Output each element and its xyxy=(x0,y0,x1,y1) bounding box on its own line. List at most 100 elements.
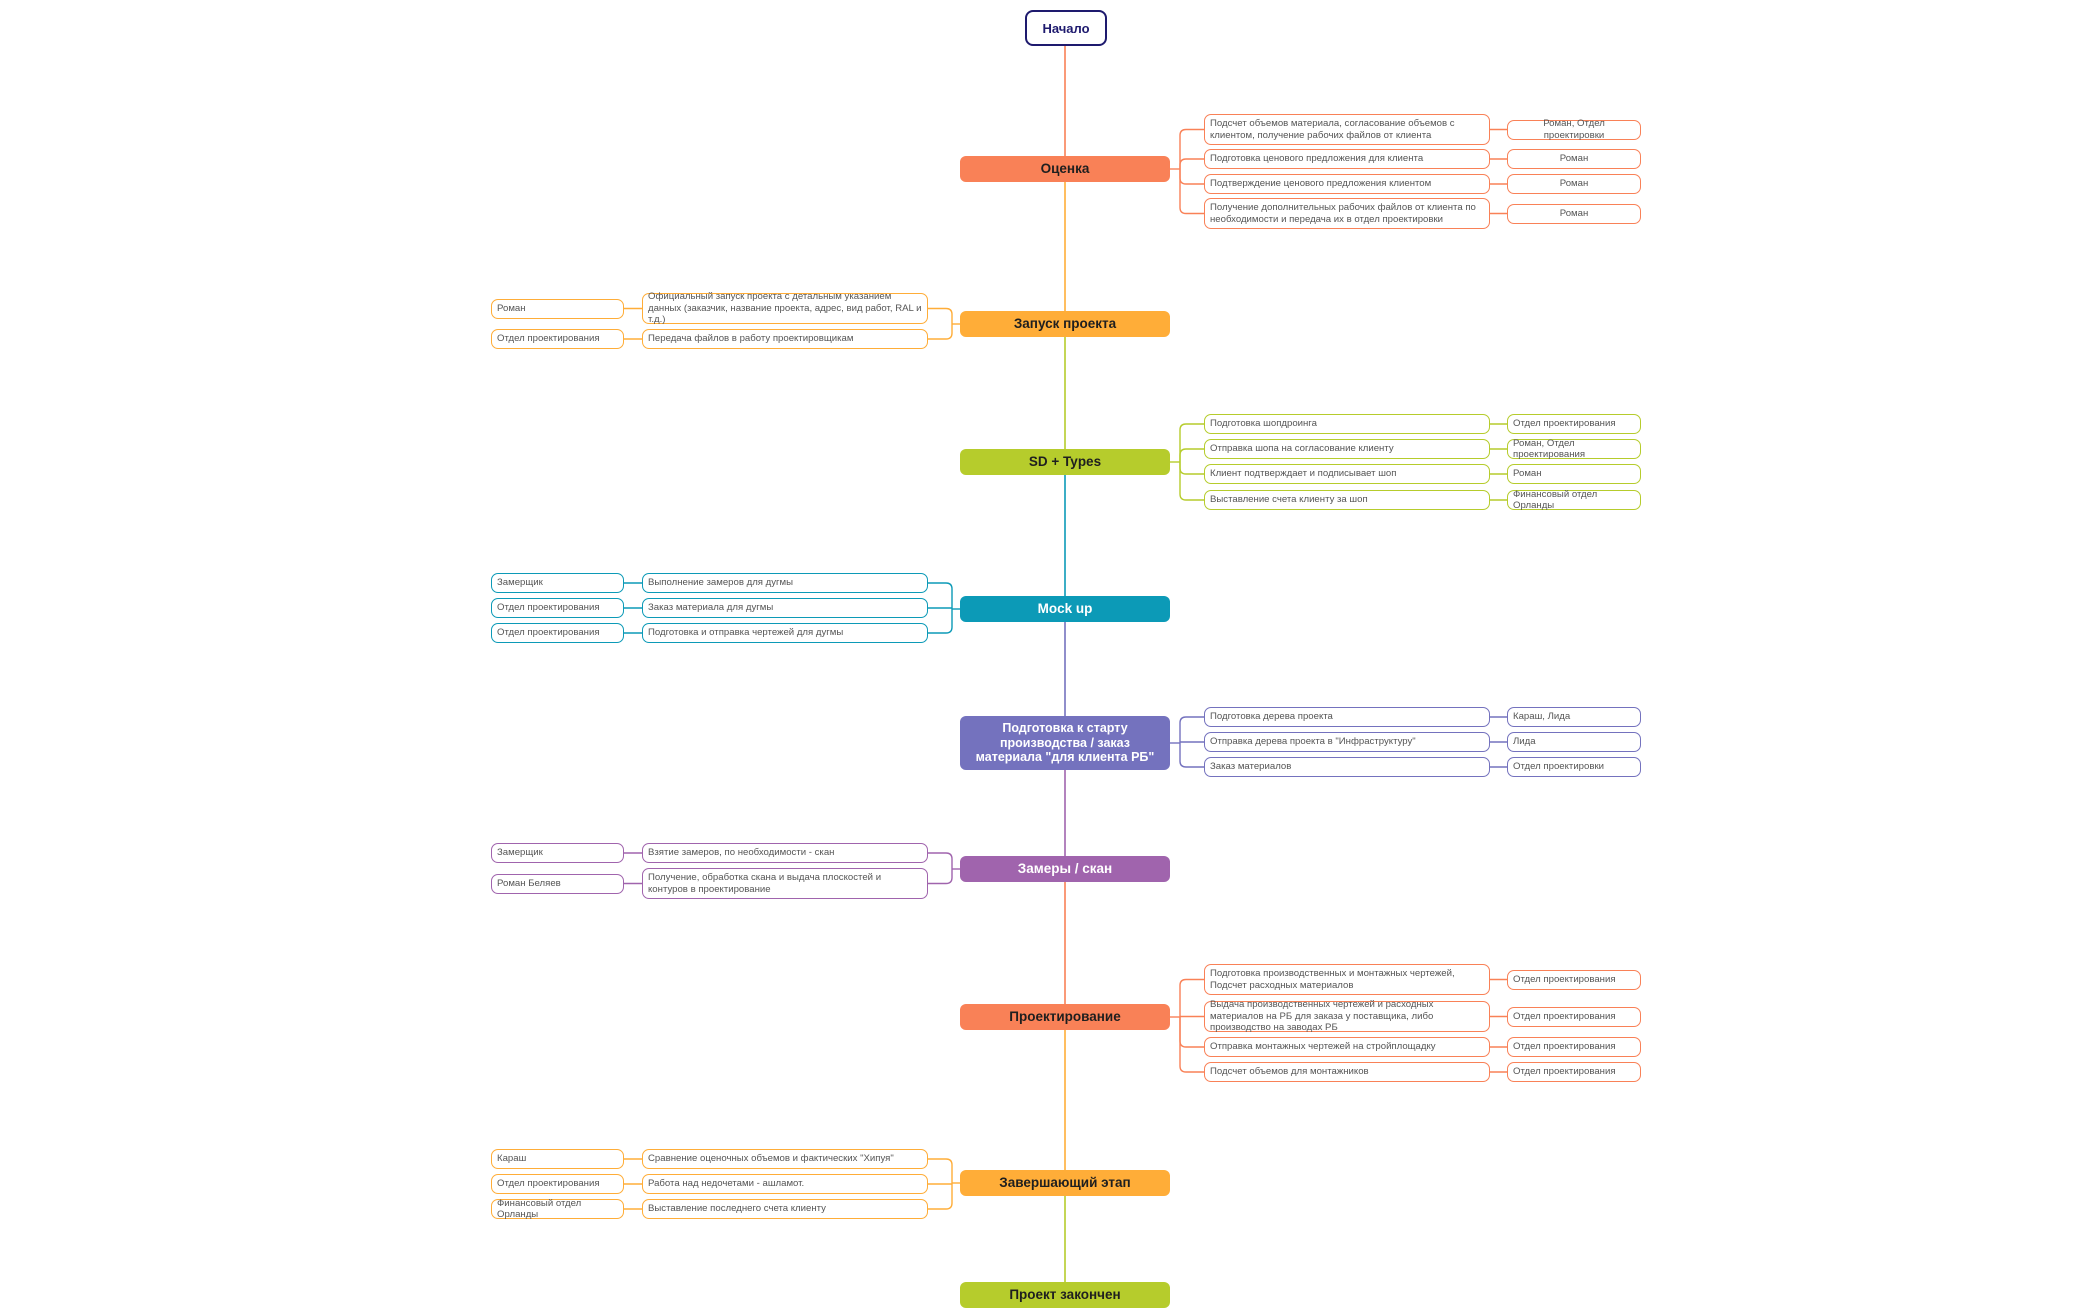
task-sd-3-label: Выставление счета клиенту за шоп xyxy=(1210,494,1368,506)
owner-ocenka-1-label: Роман xyxy=(1559,153,1589,165)
stage-podgotovka-label: Подготовка к старту производства / заказ… xyxy=(975,721,1155,765)
owner-ocenka-0-label: Роман, Отдел проектировки xyxy=(1543,118,1605,141)
stage-sd[interactable]: SD + Types xyxy=(960,449,1170,475)
owner-zaversh-2[interactable]: Финансовый отдел Орланды xyxy=(491,1198,624,1220)
owner-zamery-0-label: Замерщик xyxy=(497,847,543,859)
task-podgotovka-2-label: Заказ материалов xyxy=(1210,761,1292,773)
task-zapusk-1-label: Передача файлов в работу проектировщикам xyxy=(648,333,854,345)
owner-podgotovka-2[interactable]: Отдел проектировки xyxy=(1507,757,1641,777)
owner-zamery-1-label: Роман Беляев xyxy=(497,877,561,889)
owner-zapusk-1[interactable]: Отдел проектирования xyxy=(491,329,624,349)
owner-mockup-2-label: Отдел проектирования xyxy=(497,627,600,639)
owner-ocenka-1[interactable]: Роман xyxy=(1507,149,1641,169)
owner-podgotovka-2-label: Отдел проектировки xyxy=(1513,761,1604,773)
owner-zapusk-0[interactable]: Роман xyxy=(491,298,624,319)
task-mockup-1[interactable]: Заказ материала для дугмы xyxy=(642,598,928,618)
owner-ocenka-3[interactable]: Роман xyxy=(1507,203,1641,224)
task-zamery-1[interactable]: Получение, обработка скана и выдача плос… xyxy=(642,868,928,899)
task-proekt-0[interactable]: Подготовка производственных и монтажных … xyxy=(1204,964,1490,995)
task-proekt-1-label: Выдача производственных чертежей и расхо… xyxy=(1210,999,1434,1034)
stage-zamery[interactable]: Замеры / скан xyxy=(960,856,1170,882)
stage-zaversh[interactable]: Завершающий этап xyxy=(960,1170,1170,1196)
task-proekt-3-label: Подсчет объемов для монтажников xyxy=(1210,1066,1369,1078)
task-zaversh-0-label: Сравнение оценочных объемов и фактически… xyxy=(648,1153,894,1165)
task-podgotovka-2[interactable]: Заказ материалов xyxy=(1204,757,1490,777)
stage-mockup-label: Mock up xyxy=(1037,601,1093,617)
task-zaversh-2[interactable]: Выставление последнего счета клиенту xyxy=(642,1199,928,1219)
owner-zamery-1[interactable]: Роман Беляев xyxy=(491,873,624,894)
owner-proekt-2[interactable]: Отдел проектирования xyxy=(1507,1037,1641,1057)
start-node[interactable]: Начало xyxy=(1025,10,1107,46)
owner-mockup-2[interactable]: Отдел проектирования xyxy=(491,623,624,643)
owner-sd-2-label: Роман xyxy=(1513,468,1542,480)
owner-ocenka-2[interactable]: Роман xyxy=(1507,174,1641,194)
task-mockup-2[interactable]: Подготовка и отправка чертежей для дугмы xyxy=(642,623,928,643)
task-sd-2-label: Клиент подтверждает и подписывает шоп xyxy=(1210,468,1397,480)
task-podgotovka-0[interactable]: Подготовка дерева проекта xyxy=(1204,707,1490,727)
owner-proekt-3[interactable]: Отдел проектирования xyxy=(1507,1062,1641,1082)
owner-mockup-0-label: Замерщик xyxy=(497,577,543,589)
task-ocenka-1[interactable]: Подготовка ценового предложения для клие… xyxy=(1204,149,1490,169)
owner-podgotovka-0[interactable]: Караш, Лида xyxy=(1507,707,1641,727)
owner-proekt-0[interactable]: Отдел проектирования xyxy=(1507,969,1641,990)
stage-zaversh-label: Завершающий этап xyxy=(999,1175,1131,1191)
owner-ocenka-0[interactable]: Роман, Отдел проектировки xyxy=(1507,118,1641,141)
stage-ocenka[interactable]: Оценка xyxy=(960,156,1170,182)
task-proekt-2[interactable]: Отправка монтажных чертежей на стройплощ… xyxy=(1204,1037,1490,1057)
stage-ocenka-label: Оценка xyxy=(1040,161,1090,177)
owner-mockup-1-label: Отдел проектирования xyxy=(497,602,600,614)
owner-sd-0[interactable]: Отдел проектирования xyxy=(1507,414,1641,434)
task-proekt-0-label: Подготовка производственных и монтажных … xyxy=(1210,968,1455,991)
owner-sd-1[interactable]: Роман, Отдел проектирования xyxy=(1507,438,1641,460)
stage-sd-label: SD + Types xyxy=(1028,454,1102,470)
task-ocenka-3[interactable]: Получение дополнительных рабочих файлов … xyxy=(1204,198,1490,229)
stage-mockup[interactable]: Mock up xyxy=(960,596,1170,622)
stage-podgotovka[interactable]: Подготовка к старту производства / заказ… xyxy=(960,716,1170,770)
owner-ocenka-3-label: Роман xyxy=(1559,207,1589,219)
owner-zaversh-1-label: Отдел проектирования xyxy=(497,1178,600,1190)
owner-sd-2[interactable]: Роман xyxy=(1507,464,1641,484)
owner-proekt-2-label: Отдел проектирования xyxy=(1513,1041,1616,1053)
task-zapusk-0[interactable]: Официальный запуск проекта с детальным у… xyxy=(642,291,928,326)
stage-proekt[interactable]: Проектирование xyxy=(960,1004,1170,1030)
owner-zaversh-0[interactable]: Караш xyxy=(491,1149,624,1169)
task-sd-1[interactable]: Отправка шопа на согласование клиенту xyxy=(1204,439,1490,459)
task-ocenka-0-label: Подсчет объемов материала, согласование … xyxy=(1210,118,1455,141)
stage-zapusk[interactable]: Запуск проекта xyxy=(960,311,1170,337)
owner-sd-3-label: Финансовый отдел Орланды xyxy=(1513,488,1598,512)
stage-zapusk-label: Запуск проекта xyxy=(1013,316,1117,332)
task-podgotovka-1-label: Отправка дерева проекта в "Инфраструктур… xyxy=(1210,736,1416,748)
task-zapusk-0-label: Официальный запуск проекта с детальным у… xyxy=(648,291,922,326)
owner-mockup-1[interactable]: Отдел проектирования xyxy=(491,598,624,618)
owner-ocenka-2-label: Роман xyxy=(1559,178,1589,190)
task-zaversh-1[interactable]: Работа над недочетами - ашламот. xyxy=(642,1174,928,1194)
task-ocenka-2[interactable]: Подтверждение ценового предложения клиен… xyxy=(1204,174,1490,194)
task-sd-3[interactable]: Выставление счета клиенту за шоп xyxy=(1204,490,1490,510)
owner-sd-3[interactable]: Финансовый отдел Орланды xyxy=(1507,488,1641,512)
start-node-label: Начало xyxy=(1042,20,1090,36)
owner-podgotovka-1[interactable]: Лида xyxy=(1507,732,1641,752)
task-podgotovka-1[interactable]: Отправка дерева проекта в "Инфраструктур… xyxy=(1204,732,1490,752)
task-podgotovka-0-label: Подготовка дерева проекта xyxy=(1210,711,1333,723)
owner-proekt-1[interactable]: Отдел проектирования xyxy=(1507,1006,1641,1027)
task-sd-2[interactable]: Клиент подтверждает и подписывает шоп xyxy=(1204,464,1490,484)
task-zaversh-0[interactable]: Сравнение оценочных объемов и фактически… xyxy=(642,1149,928,1169)
owner-podgotovka-0-label: Караш, Лида xyxy=(1513,711,1571,723)
task-ocenka-3-label: Получение дополнительных рабочих файлов … xyxy=(1210,202,1476,225)
owner-proekt-1-label: Отдел проектирования xyxy=(1513,1010,1616,1022)
task-zamery-0[interactable]: Взятие замеров, по необходимости - скан xyxy=(642,843,928,863)
owner-mockup-0[interactable]: Замерщик xyxy=(491,573,624,593)
task-mockup-1-label: Заказ материала для дугмы xyxy=(648,602,774,614)
task-ocenka-0[interactable]: Подсчет объемов материала, согласование … xyxy=(1204,114,1490,145)
owner-zamery-0[interactable]: Замерщик xyxy=(491,843,624,863)
task-zapusk-1[interactable]: Передача файлов в работу проектировщикам xyxy=(642,329,928,349)
task-mockup-0[interactable]: Выполнение замеров для дугмы xyxy=(642,573,928,593)
task-proekt-3[interactable]: Подсчет объемов для монтажников xyxy=(1204,1062,1490,1082)
task-sd-0[interactable]: Подготовка шопдроинга xyxy=(1204,414,1490,434)
task-proekt-1[interactable]: Выдача производственных чертежей и расхо… xyxy=(1204,999,1490,1034)
stage-konec[interactable]: Проект закончен xyxy=(960,1282,1170,1308)
owner-zaversh-1[interactable]: Отдел проектирования xyxy=(491,1174,624,1194)
task-sd-1-label: Отправка шопа на согласование клиенту xyxy=(1210,443,1394,455)
